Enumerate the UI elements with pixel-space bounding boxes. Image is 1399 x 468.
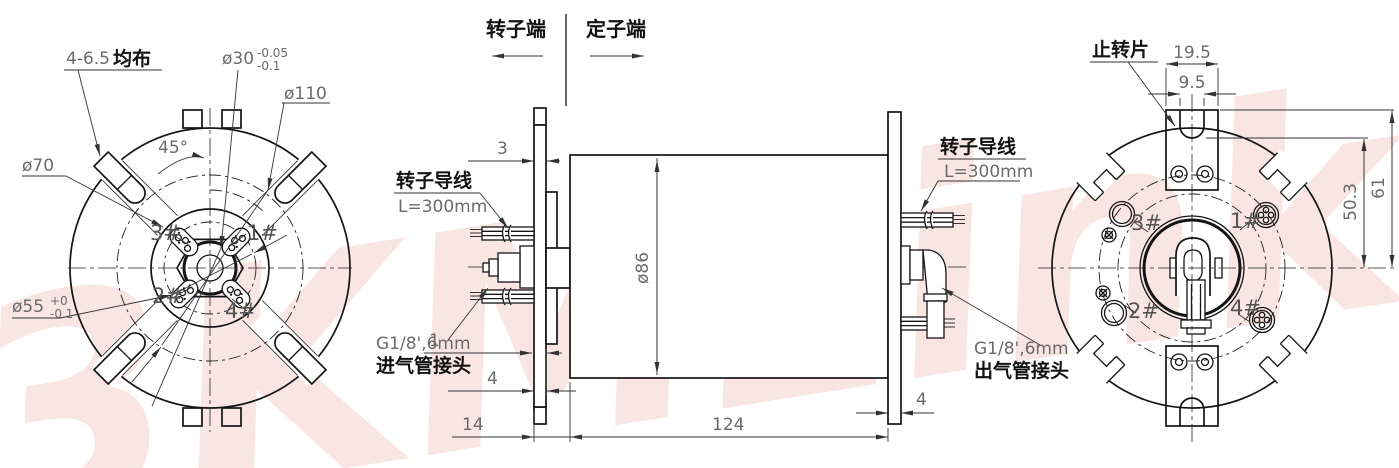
stator-end-label: 定子端 [586, 17, 646, 41]
flange-tab-bottom [533, 406, 547, 425]
rear-port-1 [1252, 201, 1280, 229]
rear-dimensions [1148, 61, 1395, 267]
stator-wires [900, 210, 965, 230]
dim-bore-tol-upper: -0.05 [257, 46, 288, 60]
dim-step4: 4 [487, 369, 498, 389]
body [569, 154, 889, 379]
front-lug-top-left [92, 150, 178, 236]
front-port-label-4: 4# [225, 299, 256, 323]
rear-notch [1258, 334, 1311, 387]
outlet-leader [941, 287, 1041, 346]
dim-bolt-circle: ø110 [284, 84, 327, 104]
dim-rear-flange: 4 [916, 390, 927, 410]
dim-flange-step: 3 [497, 139, 508, 159]
front-port-label-3: 3# [150, 221, 181, 245]
rear-port-2 [1100, 299, 1128, 327]
rotor-wire-length: L=300mm [398, 197, 487, 217]
inlet-label: 进气管接头 [376, 354, 471, 377]
rear-screw-3 [1101, 227, 1117, 243]
front-lug-top-right [242, 150, 328, 236]
front-lug-bottom-left [92, 300, 178, 386]
dim-angle: 45° [158, 138, 188, 158]
rear-notch [1073, 149, 1126, 202]
dim-step1: 1 [429, 331, 440, 351]
rear-screw-2 [1095, 285, 1111, 301]
rear-port-4 [1248, 306, 1276, 334]
flange-tab-top [533, 107, 547, 126]
rear-port-label-3: 3# [1131, 211, 1162, 235]
dim-bolt-holes-note: 均布 [113, 47, 151, 70]
rear-notch [1073, 334, 1126, 387]
inlet-leader [447, 287, 489, 341]
rotor-flange [533, 124, 547, 408]
front-port-label-1: 1# [247, 221, 278, 245]
rotor-wires-top [470, 224, 535, 243]
rear-port-3 [1108, 200, 1136, 228]
rear-center-boss [1169, 237, 1223, 335]
front-tab [182, 407, 203, 427]
front-view: 4-6.5 均布 ø30 -0.05 -0.1 ø110 45° ø70 ø55… [12, 46, 352, 432]
dim-spigot-tol-lower: -0.1 [50, 307, 73, 321]
dim-body-len: 124 [712, 415, 744, 435]
rear-port-label-4: 4# [1230, 296, 1261, 320]
rear-port-ticks [1123, 219, 1253, 323]
front-port-4 [221, 279, 251, 309]
dim-body-dia: ø86 [633, 252, 653, 284]
rotor-end-label: 转子端 [486, 17, 546, 41]
outlet-spec: G1/8',6mm [974, 339, 1069, 359]
dim-spigot: ø55 [12, 297, 44, 317]
front-lug-bottom-right [242, 300, 328, 386]
side-view: 转子端 定子端 [376, 14, 1069, 442]
stopper-leader [1127, 61, 1176, 127]
front-leaders [12, 69, 330, 407]
angle-arc [209, 189, 266, 214]
rear-notch [1258, 149, 1311, 202]
rear-port-label-1: 1# [1230, 209, 1261, 233]
dim-tab-width: 19.5 [1173, 43, 1211, 63]
stator-flange [887, 111, 902, 425]
hub-neck [545, 247, 571, 289]
side-dimensions [424, 158, 934, 442]
stator-wire-length: L=300mm [944, 162, 1033, 182]
front-tab [221, 109, 242, 129]
stator-wire-leader [920, 180, 939, 212]
dim-tab-height: 61 [1369, 177, 1389, 199]
dim-hub: ø70 [22, 156, 54, 176]
dim-slot-width: 9.5 [1178, 73, 1205, 93]
dim-bore: ø30 [222, 49, 254, 69]
inlet-spec: G1/8',6mm [376, 334, 471, 354]
rotor-wire-label: 转子导线 [396, 169, 472, 192]
rear-port-label-2: 2# [1128, 299, 1159, 323]
stator-wire-label: 转子导线 [940, 135, 1016, 158]
stopper-label: 止转片 [1092, 38, 1149, 61]
front-tab [221, 407, 242, 427]
front-port-label-2: 2# [152, 284, 183, 308]
dim-bolt-holes: 4-6.5 [66, 49, 110, 69]
front-tab [182, 109, 203, 129]
dim-spigot-tol-upper: +0 [50, 294, 68, 308]
outlet-label: 出气管接头 [974, 359, 1069, 382]
inlet-fitting [482, 245, 535, 289]
rear-view: 19.5 9.5 50.3 61 止转片 3# 1# 2# 4# [1038, 38, 1396, 444]
dim-bore-tol-lower: -0.1 [257, 59, 280, 73]
dim-slot-depth: 50.3 [1341, 183, 1361, 221]
rotor-wire-leader [479, 192, 509, 229]
dim-flange-len: 14 [462, 415, 484, 435]
